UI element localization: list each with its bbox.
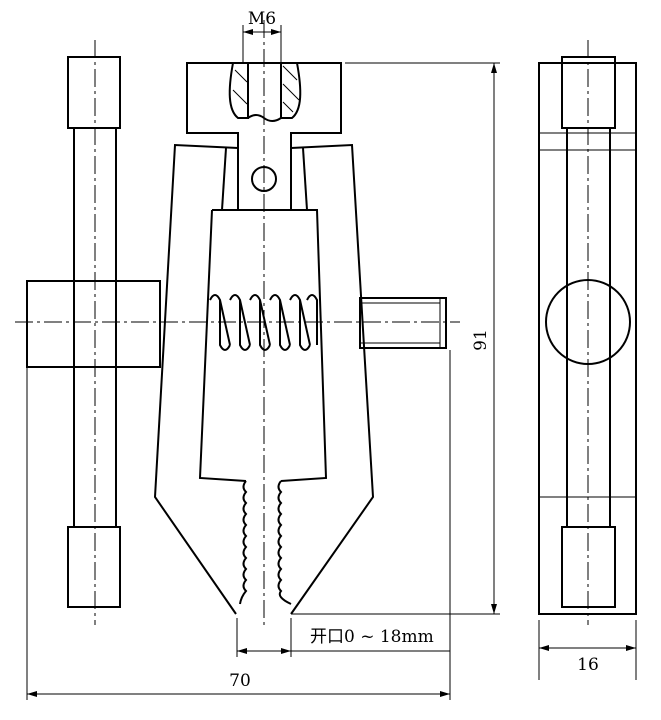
thickness-dimension-label: 16 [577,655,599,675]
jaws [153,143,375,615]
left-handle [67,40,121,625]
threaded-rod [359,297,447,349]
cross-block [26,280,161,368]
opening-label: 开口0 ~ 18mm [310,627,434,647]
thread-label: M6 [248,9,276,29]
dimensions [26,25,637,700]
height-dimension-label: 91 [471,329,491,351]
width-dimension-label: 70 [229,671,251,691]
side-view [538,40,637,625]
